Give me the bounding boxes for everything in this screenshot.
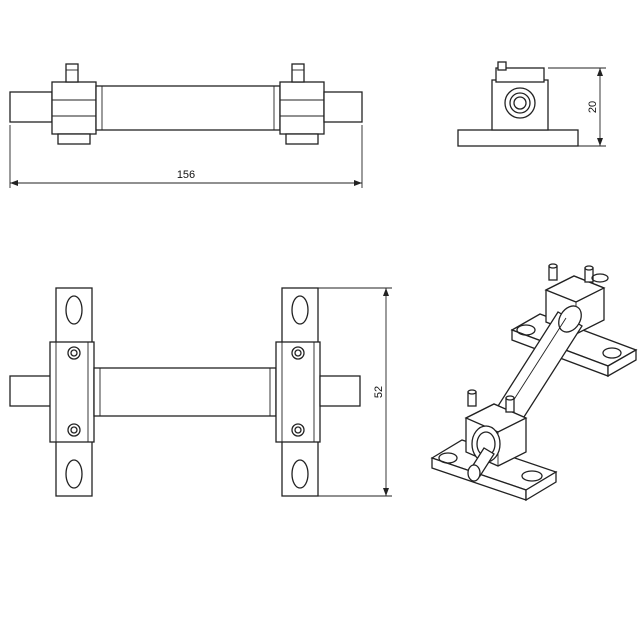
- front-view: [9, 63, 363, 145]
- side-view: [457, 61, 579, 147]
- isometric-view: [430, 263, 638, 502]
- top-view: [9, 287, 361, 497]
- dimension-label-length: 156: [177, 169, 195, 181]
- dimension-base-width: 52: [318, 287, 392, 497]
- dimension-label-height: 20: [587, 101, 599, 113]
- dimension-label-width: 52: [373, 386, 385, 398]
- dimension-side-height: 20: [548, 67, 606, 147]
- dimension-overall-length: 156: [9, 125, 363, 188]
